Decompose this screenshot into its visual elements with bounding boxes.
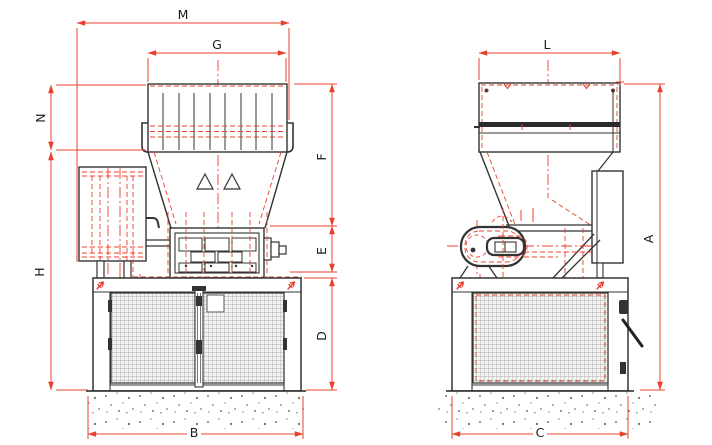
front-floor bbox=[86, 390, 306, 429]
shaft-stub bbox=[278, 245, 287, 255]
dim-label-B: B bbox=[190, 425, 199, 440]
dim-label-M: M bbox=[178, 7, 189, 22]
door-lock[interactable] bbox=[196, 340, 202, 354]
hinge bbox=[108, 338, 112, 350]
door-handle[interactable] bbox=[196, 296, 202, 306]
side-hopper-taper bbox=[479, 151, 614, 232]
side-base-cabinet bbox=[451, 277, 644, 392]
side-electrical-cabinet bbox=[552, 170, 624, 279]
front-hopper-bin bbox=[141, 83, 294, 153]
chute-lip bbox=[146, 217, 160, 229]
side-hopper-bin bbox=[474, 78, 624, 153]
dim-label-E: E bbox=[314, 247, 329, 255]
dim-label-D: D bbox=[314, 331, 329, 341]
hinge bbox=[283, 338, 287, 350]
dim-label-H: H bbox=[32, 267, 47, 276]
warning-triangle-icon bbox=[223, 172, 241, 190]
shaft-flange bbox=[270, 241, 280, 258]
hinge bbox=[108, 300, 112, 312]
door-latch[interactable] bbox=[619, 300, 628, 314]
side-dimensions: L A C bbox=[451, 37, 665, 440]
side-gear-housing bbox=[447, 220, 614, 279]
front-dimensions: M G N H F E D B bbox=[32, 7, 337, 440]
dim-label-F: F bbox=[314, 153, 329, 160]
warning-triangle-icon bbox=[196, 172, 214, 190]
front-view bbox=[78, 60, 306, 429]
mesh-door-left[interactable] bbox=[110, 292, 196, 384]
dim-label-L: L bbox=[544, 37, 551, 52]
dim-label-A: A bbox=[641, 234, 656, 243]
door-lever[interactable] bbox=[621, 318, 644, 348]
corner-bolt bbox=[484, 88, 489, 93]
front-base-cabinet bbox=[92, 277, 302, 392]
side-view bbox=[436, 60, 656, 429]
front-hopper-taper bbox=[147, 151, 288, 229]
front-motor-box bbox=[78, 166, 173, 284]
dim-label-N: N bbox=[33, 113, 48, 122]
inspection-window bbox=[206, 294, 225, 313]
hinge bbox=[620, 362, 626, 374]
shaft-bearing bbox=[263, 237, 272, 261]
dim-label-C: C bbox=[536, 425, 545, 440]
mesh-panel-side bbox=[472, 292, 609, 384]
dim-label-G: G bbox=[212, 37, 222, 52]
hinge bbox=[283, 300, 287, 312]
side-floor bbox=[436, 390, 656, 429]
